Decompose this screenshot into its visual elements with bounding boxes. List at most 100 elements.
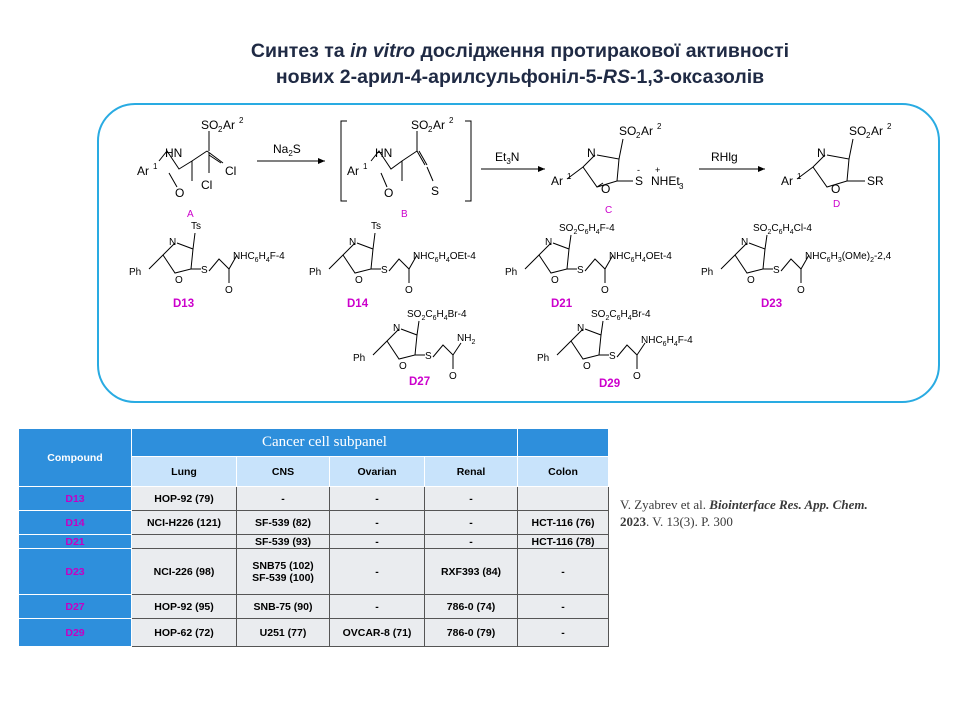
compound-cell: D13	[18, 486, 132, 511]
svg-text:S: S	[431, 184, 439, 198]
svg-text:2: 2	[428, 125, 433, 134]
svg-text:S: S	[635, 174, 643, 188]
svg-text:O: O	[355, 275, 363, 286]
reference-journal: Biointerface Res. App. Chem.	[709, 497, 868, 512]
label-d29: D29	[599, 378, 620, 390]
reagent-et3n: Et3N	[495, 150, 519, 166]
cancer-activity-table: Compound Cancer cell subpanel Lung CNS O…	[18, 428, 609, 647]
structure-d27: Ph N O SO2C6H4Br-4 S NH2 O D27	[353, 309, 475, 388]
cns-cell: -	[236, 486, 330, 511]
label-d: D	[833, 199, 840, 210]
svg-text:O: O	[175, 186, 184, 200]
column-header: Renal	[424, 456, 518, 487]
structure-d13: Ph N O Ts S NHC6H4F-4 O D13	[129, 221, 285, 310]
svg-text:1: 1	[363, 162, 368, 171]
svg-text:O: O	[399, 361, 407, 372]
label-d21: D21	[551, 298, 573, 310]
ovarian-cell: OVCAR-8 (71)	[329, 618, 425, 647]
lung-cell: NCI-H226 (121)	[131, 510, 237, 535]
svg-text:1: 1	[797, 172, 802, 181]
reagent-na2s: Na2S	[273, 142, 301, 158]
svg-text:N: N	[817, 146, 826, 160]
svg-text:Ar: Ar	[641, 124, 653, 138]
label-a: A	[187, 209, 194, 220]
table-header-row: Compound Cancer cell subpanel	[18, 428, 609, 487]
svg-text:Ph: Ph	[309, 267, 321, 278]
svg-text:2: 2	[657, 122, 662, 131]
svg-text:N: N	[169, 237, 176, 248]
cns-cell: SF-539 (82)	[236, 510, 330, 535]
svg-text:2: 2	[239, 116, 244, 125]
svg-text:1: 1	[153, 162, 158, 171]
svg-text:O: O	[747, 275, 755, 286]
svg-text:NHC6H4F-4: NHC6H4F-4	[641, 335, 693, 348]
svg-text:Ph: Ph	[353, 353, 365, 364]
renal-cell: -	[424, 486, 518, 511]
colon-cell: -	[517, 618, 609, 647]
reference-year: 2023	[620, 514, 646, 529]
svg-text:S: S	[609, 351, 616, 362]
svg-text:S: S	[577, 265, 584, 276]
svg-text:Ts: Ts	[191, 221, 201, 232]
compound-header: Compound	[18, 428, 132, 487]
label-d27: D27	[409, 376, 430, 388]
lung-cell: HOP-92 (95)	[131, 594, 237, 619]
svg-text:S: S	[201, 265, 208, 276]
compound-cell: D21	[18, 534, 132, 549]
label-d14: D14	[347, 298, 369, 310]
svg-text:Ar: Ar	[551, 174, 563, 188]
colon-cell: HCT-116 (76)	[517, 510, 609, 535]
svg-text:NHEt: NHEt	[651, 174, 680, 188]
slide-title: Синтез та in vitro дослідження протирако…	[150, 38, 890, 90]
svg-text:N: N	[545, 237, 552, 248]
svg-text:SO: SO	[201, 118, 218, 132]
subpanel-header: Cancer cell subpanel	[131, 428, 518, 457]
svg-text:O: O	[633, 371, 641, 382]
svg-text:SO2C6H4F-4: SO2C6H4F-4	[559, 223, 615, 236]
svg-text:2: 2	[449, 116, 454, 125]
svg-text:SO: SO	[619, 124, 636, 138]
label-d13: D13	[173, 298, 194, 310]
compound-cell: D29	[18, 618, 132, 647]
svg-text:2: 2	[636, 131, 641, 140]
scheme-frame	[97, 103, 940, 403]
svg-text:NHC6H4OEt-4: NHC6H4OEt-4	[413, 251, 476, 264]
svg-text:O: O	[601, 285, 609, 296]
table-row: D13 HOP-92 (79) - - -	[18, 486, 609, 511]
reagent-rhlg: RHlg	[711, 150, 738, 164]
table-row: D27 HOP-92 (95) SNB-75 (90) - 786-0 (74)…	[18, 594, 609, 619]
svg-text:O: O	[601, 182, 610, 196]
svg-text:N: N	[349, 237, 356, 248]
cns-cell: SNB-75 (90)	[236, 594, 330, 619]
label-d23: D23	[761, 298, 782, 310]
svg-text:O: O	[831, 182, 840, 196]
svg-text:S: S	[425, 351, 432, 362]
svg-text:2: 2	[887, 122, 892, 131]
svg-text:-: -	[637, 165, 640, 175]
compound-row-1: Ph N O Ts S NHC6H4F-4 O D13 Ph N O Ts S …	[129, 221, 892, 310]
svg-text:Ph: Ph	[505, 267, 517, 278]
structure-d23: Ph N O SO2C6H4Cl-4 S NHC6H3(OMe)2-2,4 O …	[701, 223, 892, 310]
svg-text:1: 1	[567, 172, 572, 181]
svg-text:S: S	[381, 265, 388, 276]
label-c: C	[605, 205, 612, 216]
svg-text:Ar: Ar	[137, 164, 149, 178]
lung-cell: HOP-62 (72)	[131, 618, 237, 647]
svg-text:SO2C6H4Br-4: SO2C6H4Br-4	[407, 309, 467, 322]
svg-text:+: +	[655, 165, 660, 175]
label-b: B	[401, 209, 408, 220]
table-row: D21 SF-539 (93) - - HCT-116 (78)	[18, 534, 609, 549]
svg-text:Ts: Ts	[371, 221, 381, 232]
title-text: нових 2-арил-4-арилсульфоніл-5-	[275, 66, 603, 88]
column-header: Ovarian	[329, 456, 425, 487]
compound-cell: D27	[18, 594, 132, 619]
table-row: D14 NCI-H226 (121) SF-539 (82) - - HCT-1…	[18, 510, 609, 535]
ovarian-cell: -	[329, 510, 425, 535]
svg-text:Ar: Ar	[347, 164, 359, 178]
arrow-rhlg: RHlg	[699, 150, 765, 172]
ovarian-cell: -	[329, 548, 425, 595]
